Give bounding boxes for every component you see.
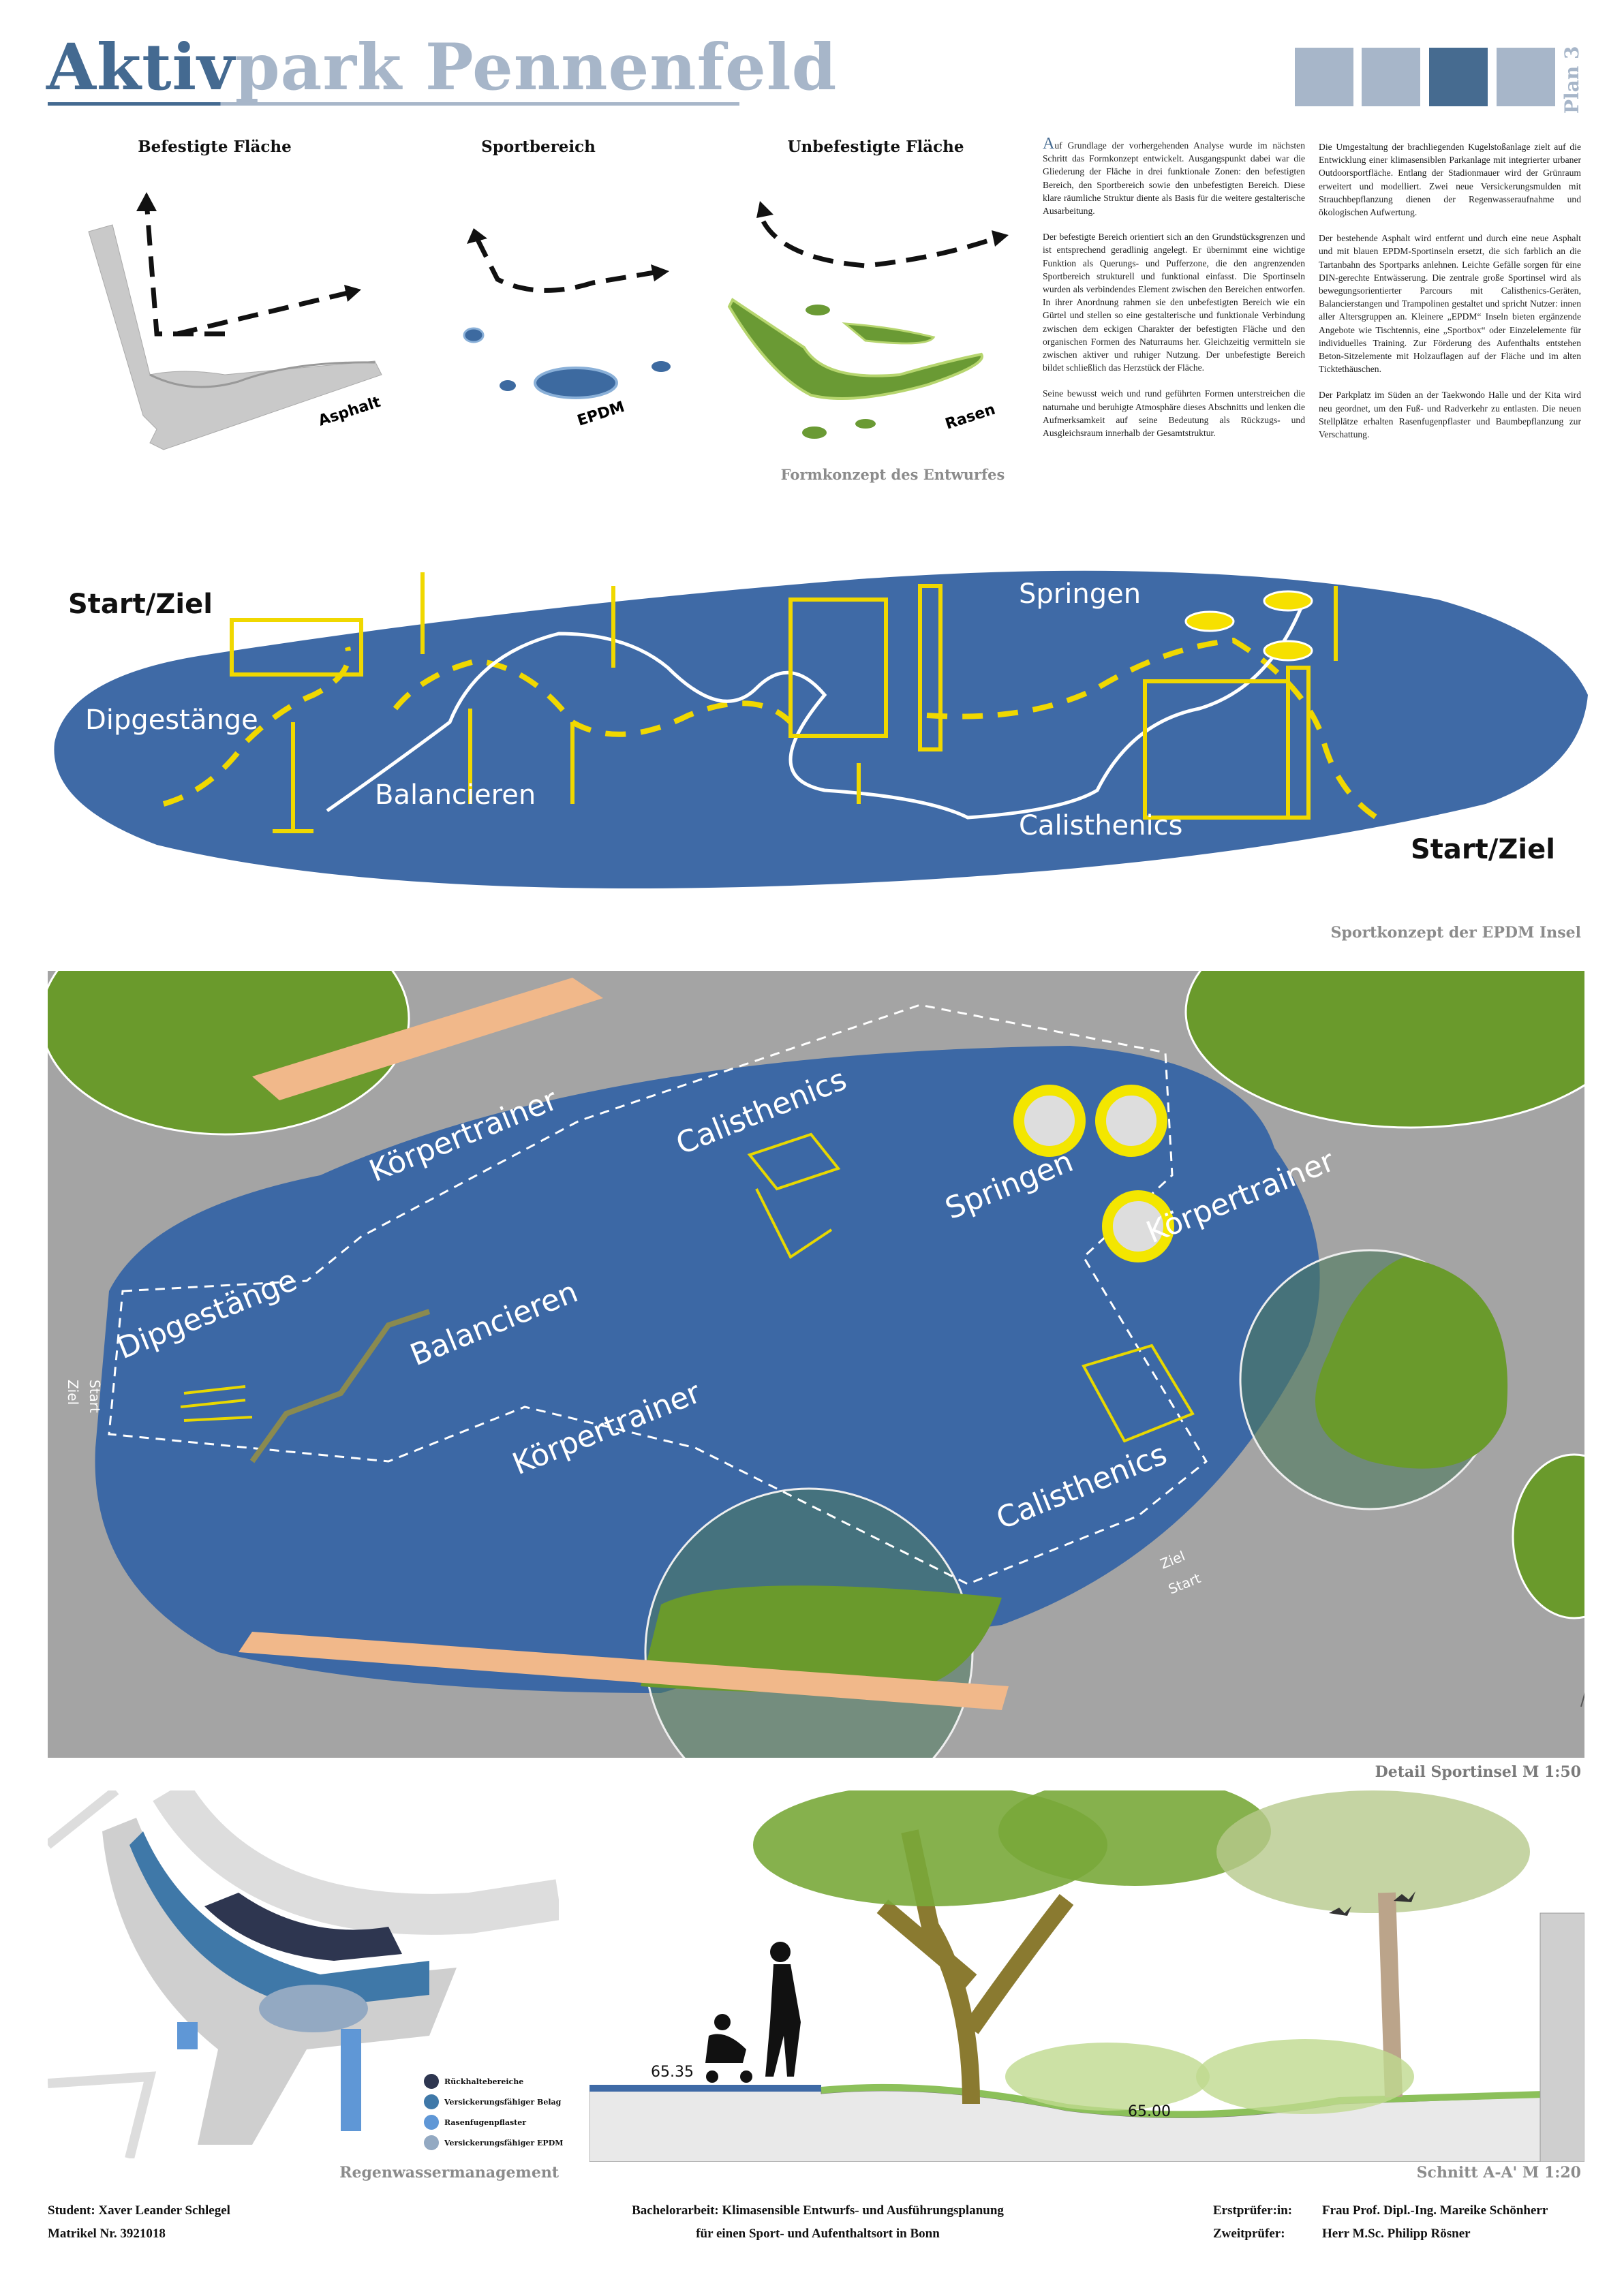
diagram-title-befestigt: Befestigte Fläche xyxy=(138,138,292,156)
bird-icon xyxy=(1329,1891,1415,1916)
start-label: Start xyxy=(87,1380,103,1413)
epdm-island xyxy=(54,570,1588,888)
equipment xyxy=(180,1132,1195,1463)
epdm-diagram: EPDM xyxy=(463,228,671,430)
paragraph: Seine bewusst weich und rund geführten F… xyxy=(1043,388,1305,439)
regenwasser-legend: Rückhaltebereiche Versickerungsfähiger B… xyxy=(424,2071,563,2153)
sportkonzept-illustration: Start/Ziel Start/Ziel Dipgestänge Balanc… xyxy=(54,541,1588,888)
text-column-2: Die Umgestaltung der brachliegenden Kuge… xyxy=(1319,140,1581,454)
paragraph: Die Umgestaltung der brachliegenden Kuge… xyxy=(1319,142,1581,218)
detail-caption: Detail Sportinsel M 1:50 xyxy=(1375,1763,1581,1781)
asphalt-label: Asphalt xyxy=(316,394,383,430)
legend-item: Versickerungsfähiger Belag xyxy=(424,2092,563,2112)
ziel-label: Ziel xyxy=(65,1380,81,1405)
plan-square-3-active xyxy=(1429,48,1488,106)
footer-thesis: Bachelorarbeit: Klimasensible Entwurfs- … xyxy=(632,2203,1004,2241)
paragraph: Auf Grundlage der vorhergehenden Analyse… xyxy=(1043,135,1305,217)
trampolines xyxy=(1184,590,1313,662)
level-high-label: 65.35 xyxy=(651,2064,694,2081)
legend-swatch xyxy=(424,2115,439,2130)
epdm-label: EPDM xyxy=(575,399,627,430)
asphalt-diagram: Asphalt xyxy=(88,192,383,450)
start-ziel-left-label: Start/Ziel xyxy=(68,589,213,620)
legend-item: Rasenfugenpflaster xyxy=(424,2112,563,2132)
regenwasser-caption: Regenwassermanagement xyxy=(339,2164,559,2182)
woman-with-stroller-silhouette xyxy=(705,1942,801,2083)
paragraph: Der befestigte Bereich orientiert sich a… xyxy=(1043,232,1305,373)
plan-square-1 xyxy=(1295,48,1353,106)
legend-swatch xyxy=(424,2094,439,2109)
legend-swatch xyxy=(424,2135,439,2150)
plan-square-4 xyxy=(1497,48,1555,106)
balancieren-label: Balancieren xyxy=(375,779,536,811)
footer-student: Student: Xaver Leander Schlegel Matrikel… xyxy=(48,2203,230,2241)
legend-item: Rückhaltebereiche xyxy=(424,2071,563,2092)
regenwasser-map xyxy=(48,1790,559,2158)
rasen-diagram: Rasen xyxy=(727,201,1009,439)
footer-examiners: Erstprüfer:in:Frau Prof. Dipl.-Ing. Mare… xyxy=(1213,2203,1548,2241)
plan-square-2 xyxy=(1362,48,1420,106)
rasen-label: Rasen xyxy=(943,401,998,433)
paragraph: Der Parkplatz im Süden an der Taekwondo … xyxy=(1319,390,1581,440)
formkonzept-caption: Formkonzept des Entwurfes xyxy=(780,466,1005,483)
title-underline xyxy=(48,102,739,106)
page-title: Aktivpark Pennenfeld xyxy=(46,30,838,105)
paragraph: Der bestehende Asphalt wird entfernt und… xyxy=(1319,233,1581,375)
epdm-sportinsel xyxy=(95,1046,1320,1693)
schnitt-caption: Schnitt A-A' M 1:20 xyxy=(1416,2164,1581,2182)
calisthenics-label-2: Calisthenics xyxy=(1019,810,1182,841)
detail-sportinsel-plan: Körpertrainer Calisthenics Springen Körp… xyxy=(48,971,1584,1758)
plan-number: Plan 3 xyxy=(1561,46,1583,114)
text-column-1: Auf Grundlage der vorhergehenden Analyse… xyxy=(1043,135,1305,452)
diagram-title-unbefestigt: Unbefestigte Fläche xyxy=(787,138,964,156)
springen-label: Springen xyxy=(1019,578,1141,610)
sportkonzept-caption: Sportkonzept der EPDM Insel xyxy=(1330,924,1581,942)
schnitt-section: 65.35 65.00 xyxy=(589,1790,1584,2162)
legend-item: Versickerungsfähiger EPDM xyxy=(424,2132,563,2153)
calisthenics-label-1: Calisthenics xyxy=(712,541,876,572)
trampolines xyxy=(1013,1085,1174,1262)
dipgestaenge-label: Dipgestänge xyxy=(85,704,258,736)
legend-swatch xyxy=(424,2074,439,2089)
formkonzept-diagrams: Asphalt EPDM Rasen xyxy=(88,192,1009,450)
calisthenics-equipment xyxy=(230,572,1338,833)
level-low-label: 65.00 xyxy=(1128,2103,1171,2120)
diagram-title-sport: Sportbereich xyxy=(481,138,596,156)
start-ziel-right-label: Start/Ziel xyxy=(1411,834,1555,865)
